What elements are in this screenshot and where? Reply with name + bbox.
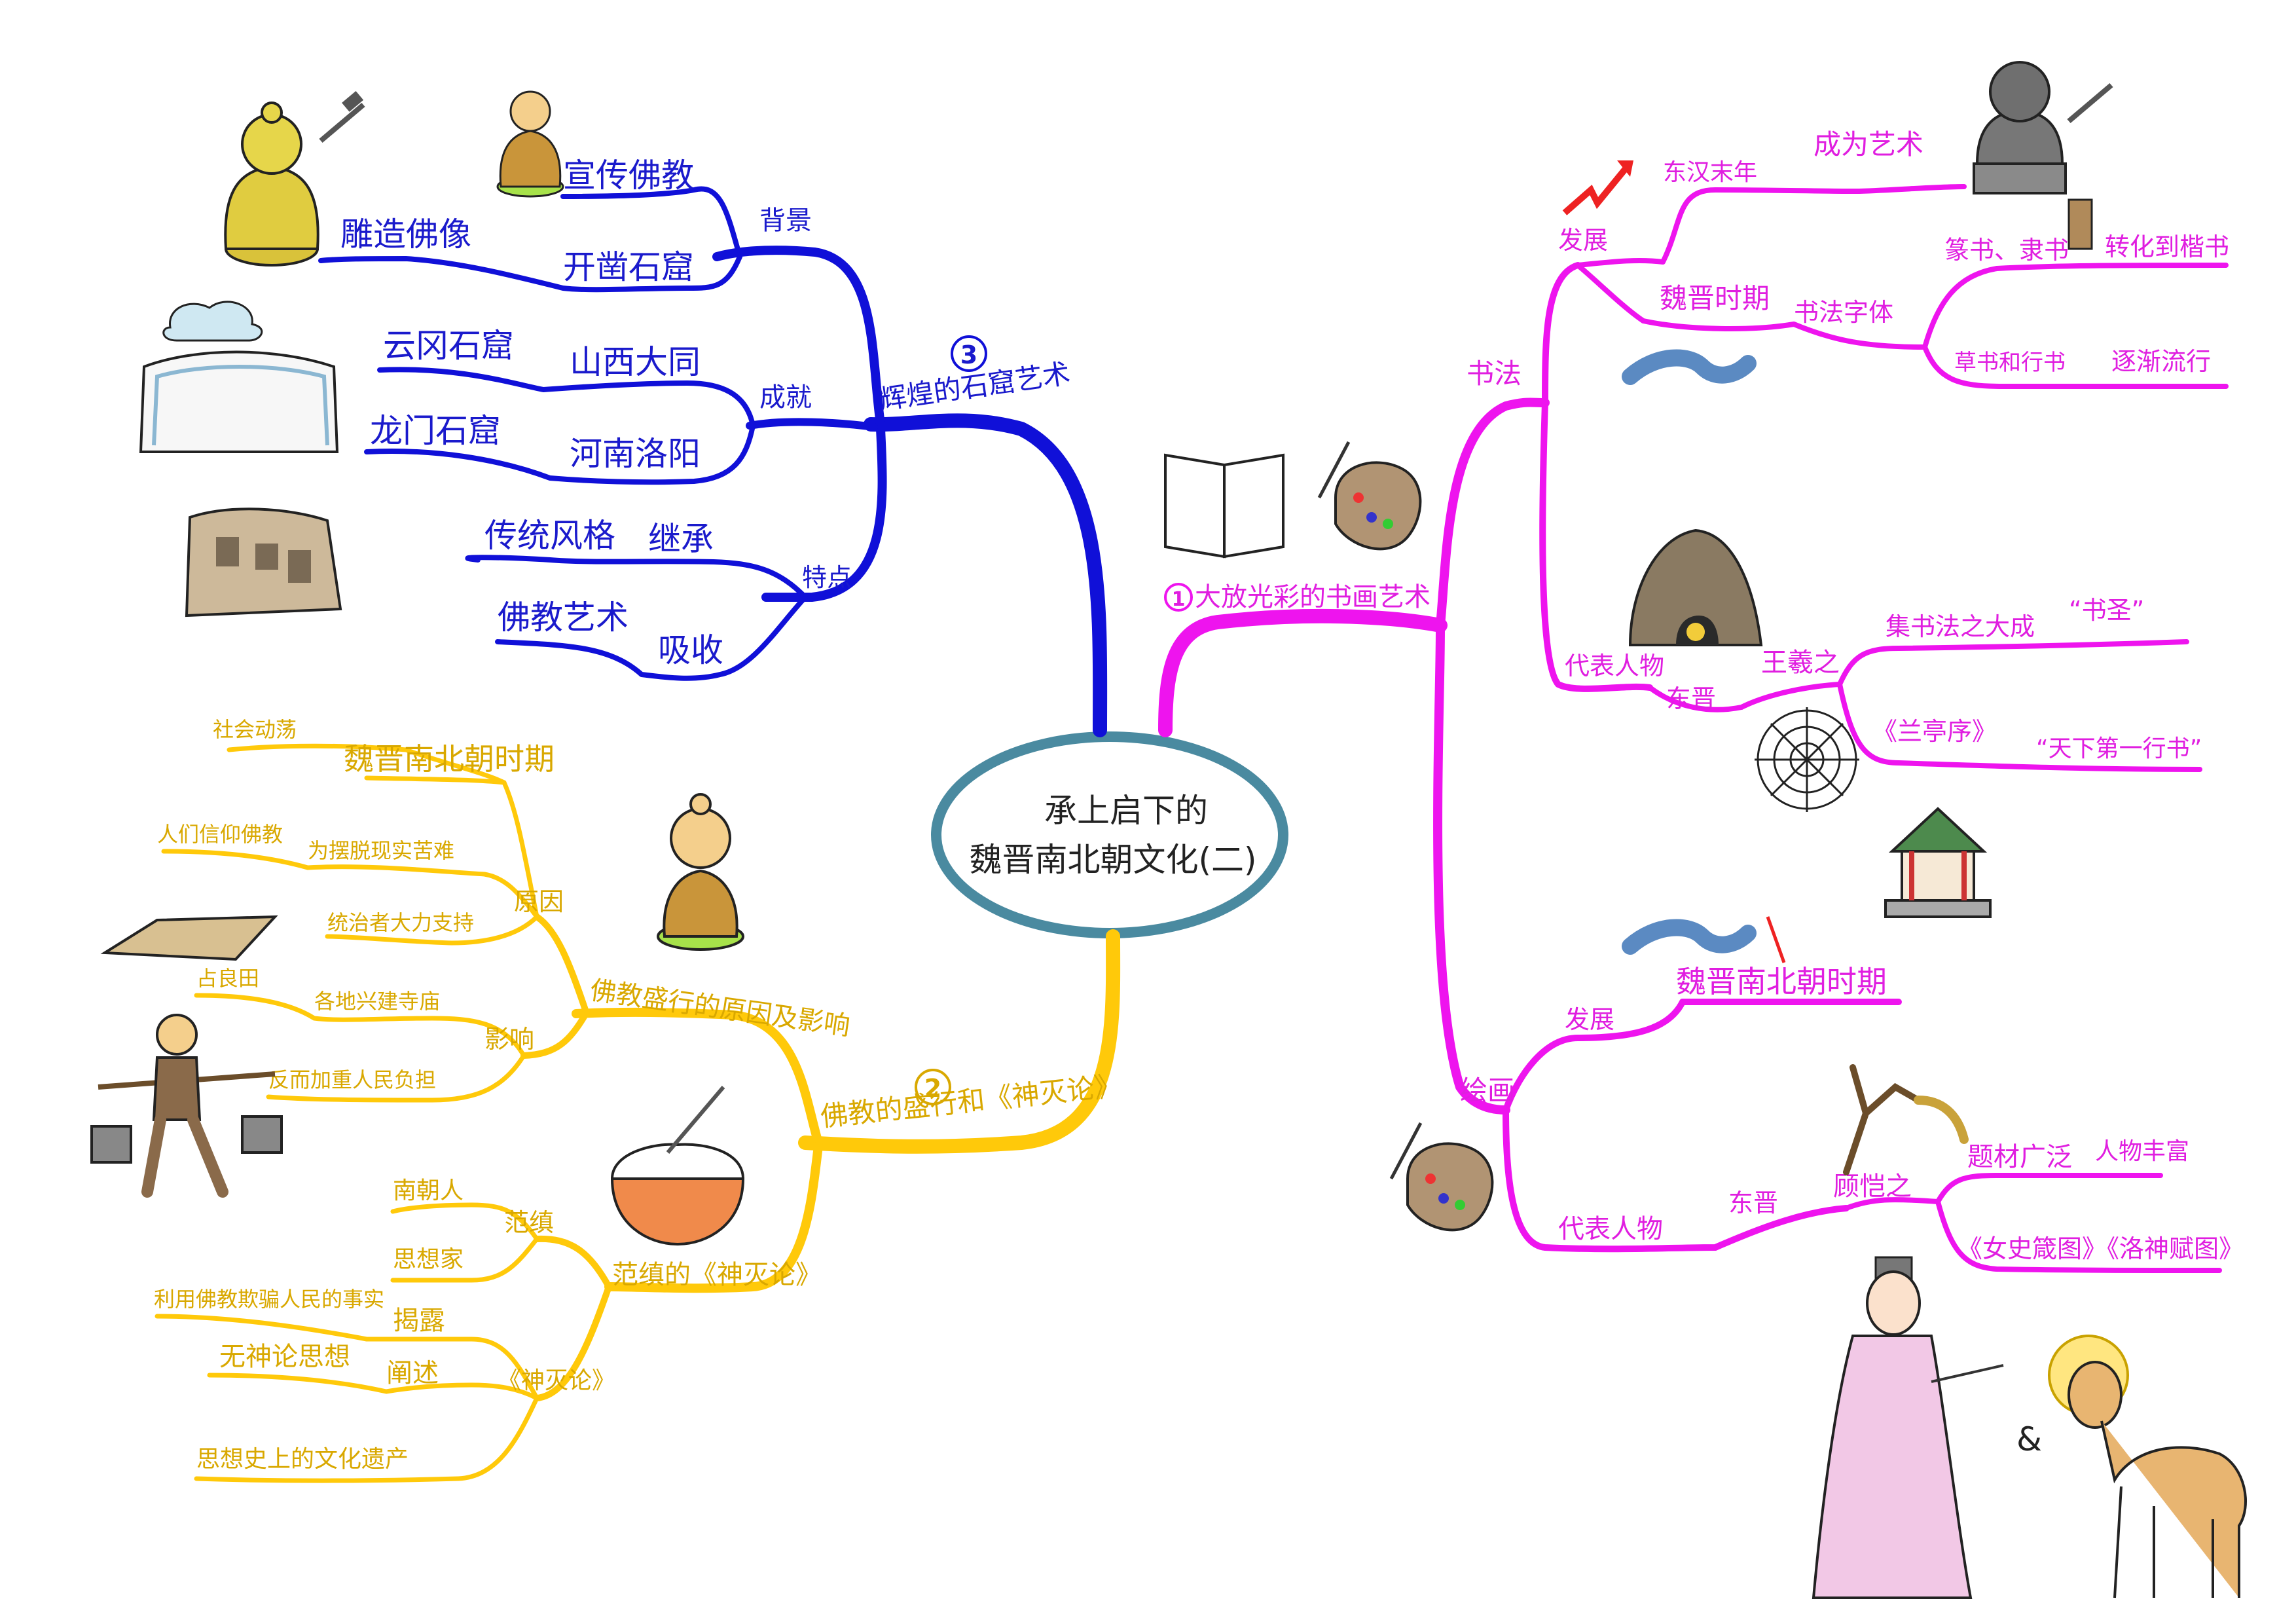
brush-stroke-icon: [1622, 349, 1757, 385]
dev-regular-running: 草书和行书: [1954, 350, 2066, 376]
book-expose: 揭露: [393, 1306, 445, 1336]
center-title-line2: 魏晋南北朝文化(二): [969, 841, 1256, 879]
achievement-label: 成就: [759, 382, 812, 413]
branch-calligraphy-painting: 1 大放光彩的书画艺术 书法 发展 东汉末年 成为艺术 魏晋时期 书法字体 篆书…: [1158, 128, 2244, 1273]
feature-tradition: 传统风格: [484, 517, 615, 555]
needle-icon: [666, 1086, 725, 1154]
buddha-statue-icon: [496, 90, 564, 198]
painting-dev-label: 发展: [1565, 1005, 1614, 1034]
rep-collect: 集书法之大成: [1886, 612, 2035, 641]
dev-wei-jin: 魏晋时期: [1660, 282, 1770, 314]
painting-person: 顾恺之: [1833, 1172, 1912, 1202]
calligraphy-dev-label: 发展: [1558, 226, 1608, 255]
fanzhen-title: 范缜的《神灭论》: [612, 1260, 822, 1290]
painting-themes: 题材广泛: [1967, 1142, 2072, 1172]
background-carve: 雕造佛像: [340, 215, 471, 253]
calligraphy-rep-label: 代表人物: [1565, 652, 1664, 680]
tree-icon: [1843, 1064, 1969, 1175]
fanzhen-person-label: 范缜: [504, 1208, 554, 1237]
cause-escape: 为摆脱现实苦难: [308, 838, 454, 863]
feature-inherit: 继承: [648, 520, 714, 558]
painting-dynasty: 东晋: [1728, 1189, 1778, 1217]
porter-icon: [90, 1014, 283, 1198]
impact-land: 占良田: [196, 966, 259, 991]
field-icon: [100, 915, 278, 961]
cause-effect-title: 佛教盛行的原因及影响: [589, 975, 852, 1041]
pavilion-icon: [1884, 807, 1992, 918]
feature-label: 特点: [802, 563, 852, 592]
brush-stroke-icon: [1622, 916, 1786, 963]
cause-believe: 人们信仰佛教: [157, 822, 283, 847]
achievement-shanxi: 山西大同: [570, 343, 701, 381]
background-spread: 宣传佛教: [563, 157, 694, 194]
impact-burden: 反而加重人民负担: [268, 1067, 436, 1092]
painting-rep-label: 代表人物: [1558, 1214, 1663, 1244]
palette-icon: [1389, 1122, 1494, 1232]
rep-work: 《兰亭序》: [1872, 717, 1997, 746]
calligraphy-label: 书法: [1467, 358, 1522, 390]
hammer-chisel-icon: [319, 90, 365, 143]
dev-popular: 逐渐流行: [2111, 347, 2211, 376]
grotto-icon: [185, 507, 342, 618]
painting-label: 绘画: [1460, 1075, 1515, 1107]
painting-rich: 人物丰富: [2095, 1138, 2189, 1165]
zigzag-arrow-icon: [1562, 160, 1633, 215]
cloud-cave-icon: [139, 301, 339, 453]
bust-statue-icon: [1973, 61, 2113, 250]
achievement-yungang: 云冈石窟: [383, 327, 514, 365]
fanzhen-thinker: 思想家: [393, 1246, 464, 1273]
ampersand: &: [2016, 1420, 2042, 1458]
branch3-number: 3: [960, 341, 977, 369]
background-label: 背景: [759, 206, 812, 236]
impact-label: 影响: [484, 1025, 534, 1054]
feature-buddhist-art: 佛教艺术: [498, 599, 629, 637]
book-explain-detail: 无神论思想: [219, 1342, 350, 1372]
branch1-number-circle: [1164, 583, 1193, 612]
painting-works: 《女史箴图》《洛神赋图》: [1958, 1234, 2244, 1263]
painting-period: 魏晋南北朝时期: [1676, 964, 1887, 999]
book-explain: 阐述: [386, 1358, 439, 1388]
book-icon: [1164, 453, 1285, 559]
book-label: 《神灭论》: [498, 1367, 615, 1394]
cave-icon: [1628, 528, 1763, 646]
achievement-henan: 河南洛阳: [570, 435, 701, 473]
rice-bowl-icon: [610, 1143, 745, 1246]
cause-unrest: 社会动荡: [213, 717, 297, 742]
palette-icon: [1317, 441, 1422, 551]
center-title-line1: 承上启下的: [1044, 792, 1208, 830]
branch2-number: 2: [924, 1074, 941, 1103]
feature-absorb: 吸收: [658, 631, 723, 669]
branch2-number-circle: [915, 1069, 951, 1105]
background-dig: 开凿石窟: [563, 248, 694, 286]
branch-grotto-art: 辉煌的石窟艺术 3 背景 宣传佛教 开凿石窟 雕造佛像 成就 山西大同 云冈石窟…: [318, 157, 1108, 737]
rep-dynasty: 东晋: [1666, 684, 1716, 713]
book-legacy: 思想史上的文化遗产: [196, 1446, 409, 1473]
fanzhen-southern: 南朝人: [393, 1177, 464, 1204]
buddha-statue-icon: [657, 793, 744, 951]
central-node[interactable]: 承上启下的 魏晋南北朝文化(二): [931, 731, 1288, 938]
buddha-statue-icon: [224, 101, 319, 267]
rep-saint: “书圣”: [2069, 596, 2144, 625]
dev-eastern-han: 东汉末年: [1663, 159, 1757, 186]
camel-icon: [2048, 1335, 2247, 1598]
lady-figure-icon: [1812, 1256, 2004, 1599]
cause-support: 统治者大力支持: [327, 910, 474, 935]
cause-label: 原因: [514, 887, 564, 916]
branch1-title: 大放光彩的书画艺术: [1195, 582, 1430, 612]
book-expose-detail: 利用佛教欺骗人民的事实: [154, 1287, 384, 1312]
achievement-longmen: 龙门石窟: [370, 412, 501, 450]
branch3-number-circle: [951, 335, 987, 372]
rep-best: “天下第一行书”: [2036, 735, 2202, 762]
dev-script-forms: 书法字体: [1794, 298, 1893, 327]
rep-person: 王羲之: [1761, 648, 1840, 678]
dev-seal-clerical: 篆书、隶书: [1944, 236, 2069, 265]
dev-became-art: 成为艺术: [1813, 128, 1923, 160]
branch1-number: 1: [1172, 588, 1186, 611]
dev-transform: 转化到楷书: [2105, 232, 2229, 261]
cause-period: 魏晋南北朝时期: [344, 741, 555, 777]
spiderweb-icon: [1755, 707, 1859, 812]
impact-temples: 各地兴建寺庙: [314, 989, 440, 1014]
